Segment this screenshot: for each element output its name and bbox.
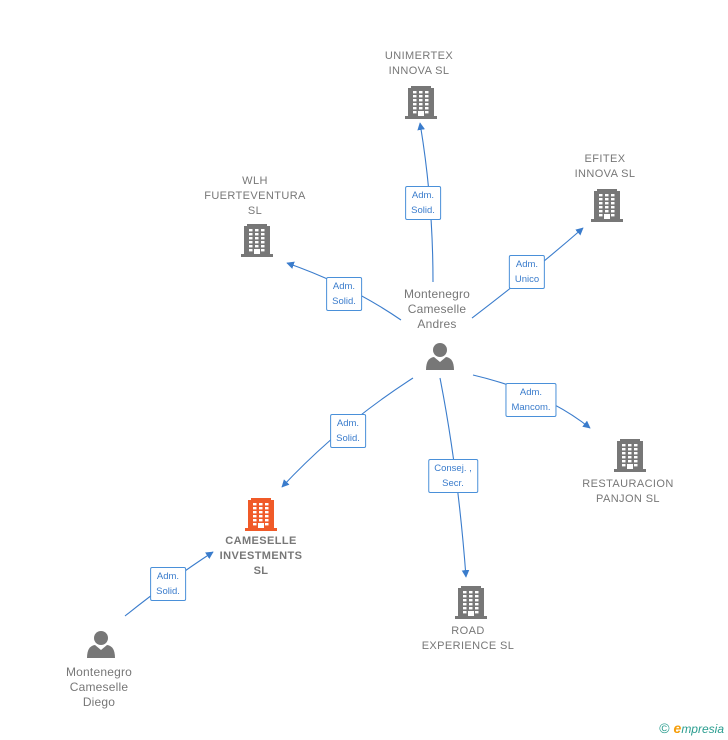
edge-label-line: Consej. , (434, 463, 472, 474)
edge-label-line: Adm. (519, 387, 543, 398)
brand-logo-initial: e (673, 720, 682, 736)
edge-label-line: Secr. (442, 478, 464, 489)
icons-layer (87, 86, 646, 658)
node-label-line: WLH (242, 175, 268, 187)
node-label-line: Diego (82, 695, 116, 709)
node-label-restauracion[interactable]: RESTAURACION PANJON SL (582, 477, 673, 507)
person-icon-andres[interactable] (426, 343, 454, 370)
edge-label-line: Adm. (411, 190, 435, 201)
node-label-line: SL (253, 565, 269, 577)
edge-label-line: Mancom. (511, 402, 551, 413)
node-label-line: INVESTMENTS (219, 550, 303, 562)
node-label-line: ROAD (451, 625, 485, 637)
node-label-line: Cameselle (407, 302, 467, 316)
node-label-efitex[interactable]: EFITEX INNOVA SL (575, 152, 636, 182)
node-label-line: EXPERIENCE SL (421, 640, 515, 652)
node-label-line: RESTAURACION (582, 478, 674, 490)
edge-label-andres-unimertex[interactable]: Adm. Solid. (405, 186, 441, 220)
node-label-line: SL (247, 205, 263, 217)
edge-label-andres-road[interactable]: Consej. , Secr. (428, 459, 478, 493)
node-label-line: INNOVA SL (574, 168, 636, 180)
building-icon-wlh[interactable] (241, 224, 273, 257)
edge-label-andres-restauracion[interactable]: Adm. Mancom. (505, 383, 557, 417)
footer-credit: ©empresia (659, 720, 724, 736)
edge-label-line: Adm. (332, 281, 356, 292)
edge-label-diego-cameselle[interactable]: Adm. Solid. (150, 567, 186, 601)
edge-label-line: Solid. (332, 296, 356, 307)
edge-label-line: Adm. (156, 571, 180, 582)
node-label-line: Montenegro (403, 287, 471, 301)
edge-label-line: Solid. (336, 433, 360, 444)
edge-label-andres-efitex[interactable]: Adm. Unico (508, 255, 546, 289)
node-label-unimertex[interactable]: UNIMERTEX INNOVA SL (385, 49, 453, 79)
node-label-cameselle[interactable]: CAMESELLE INVESTMENTS SL (220, 534, 303, 579)
building-icon-cameselle[interactable] (245, 498, 277, 531)
node-label-line: Montenegro (65, 665, 133, 679)
edge-label-line: Solid. (156, 586, 180, 597)
edge-label-line: Adm. (336, 418, 360, 429)
node-label-line: PANJON SL (596, 493, 660, 505)
node-label-wlh[interactable]: WLH FUERTEVENTURA SL (204, 174, 306, 219)
node-label-line: Cameselle (69, 680, 129, 694)
brand-logo-text: mpresia (681, 722, 724, 736)
person-icon-diego[interactable] (87, 631, 115, 658)
node-label-line: CAMESELLE (225, 535, 297, 547)
building-icon-restauracion[interactable] (614, 439, 646, 472)
building-icon-road[interactable] (455, 586, 487, 619)
edge-label-andres-cameselle[interactable]: Adm. Solid. (330, 414, 366, 448)
edges-layer (124, 122, 591, 617)
building-icon-efitex[interactable] (591, 189, 623, 222)
edge-label-line: Adm. (515, 259, 539, 270)
edge-label-line: Solid. (411, 205, 435, 216)
edge-label-line: Unico (514, 274, 540, 285)
node-label-road[interactable]: ROAD EXPERIENCE SL (422, 624, 515, 654)
node-label-line: UNIMERTEX (384, 50, 454, 62)
edge-label-andres-wlh[interactable]: Adm. Solid. (326, 277, 362, 311)
node-label-line: FUERTEVENTURA (204, 190, 306, 202)
building-icon-unimertex[interactable] (405, 86, 437, 119)
copyright-symbol: © (659, 720, 670, 736)
node-label-line: EFITEX (584, 153, 626, 165)
node-label-line: Andres (417, 317, 457, 331)
node-label-line: INNOVA SL (388, 65, 450, 77)
